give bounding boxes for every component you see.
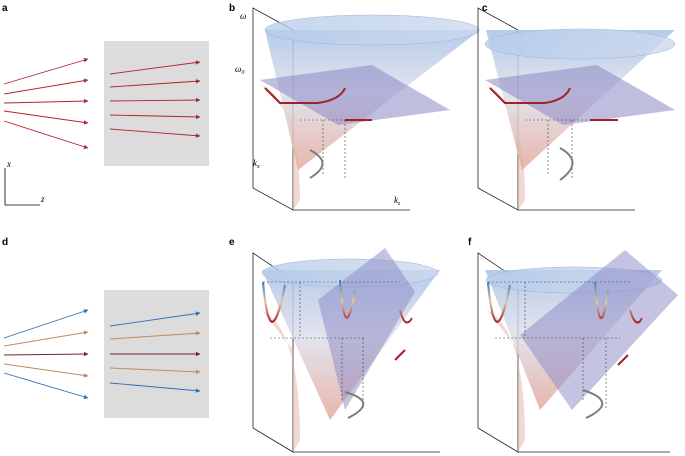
kx-label: kx <box>253 158 260 170</box>
panel-label-e: e <box>229 237 235 248</box>
medium-box-a <box>104 41 209 166</box>
wall-hyperbola-e <box>261 281 287 323</box>
projection-parabola-b <box>309 149 324 179</box>
panel-e: e <box>229 237 440 453</box>
omega0-label: ω0 <box>235 64 244 76</box>
projected-curve-e <box>394 349 406 361</box>
projection-parabola-c <box>559 147 574 181</box>
frequency-plane-b <box>260 65 450 125</box>
panel-d: d <box>2 237 209 418</box>
axis-label-x: x <box>6 159 11 169</box>
wall-hyperbola-f <box>486 281 512 323</box>
omega-label: ω <box>240 11 246 21</box>
kz-label: kz <box>394 195 401 207</box>
panel-label-f: f <box>468 237 472 248</box>
coordinate-axes-a <box>4 168 40 206</box>
panel-label-d: d <box>2 237 8 248</box>
intersection-curve-e <box>339 279 413 324</box>
projection-guides-c <box>505 102 590 180</box>
projection-guides-f <box>488 281 630 410</box>
tilted-plane-f <box>520 250 678 410</box>
cone-top-b <box>264 14 480 46</box>
projected-curve-f <box>617 354 629 366</box>
panel-b: b ω ω0 kx kz <box>229 3 480 211</box>
panel-f: f <box>468 237 678 453</box>
cone-shadow-f <box>487 310 525 452</box>
panel-label-c: c <box>482 3 488 14</box>
intersection-curve-c <box>489 87 571 104</box>
panel-c: c <box>477 3 676 211</box>
incident-beams-a <box>3 58 89 149</box>
refracted-beams-a <box>109 60 201 138</box>
panel-label-a: a <box>2 3 8 14</box>
cone-top-c <box>484 28 676 60</box>
incident-beams-d <box>3 309 89 399</box>
intersection-curve-f <box>594 281 643 324</box>
axis-label-z: z <box>40 194 45 204</box>
cone-shadow-b <box>262 85 300 210</box>
tilted-plane-e <box>318 248 415 410</box>
panel-label-b: b <box>229 3 235 14</box>
panel-a: a x z <box>2 3 209 206</box>
projection-parabola-e <box>344 391 365 419</box>
cone-shadow-c <box>487 85 525 210</box>
frequency-plane-c <box>485 65 675 125</box>
projection-parabola-f <box>582 389 604 419</box>
refracted-beams-d <box>109 311 201 393</box>
projection-guides-e <box>263 281 400 410</box>
cone-shadow-e <box>262 310 300 452</box>
